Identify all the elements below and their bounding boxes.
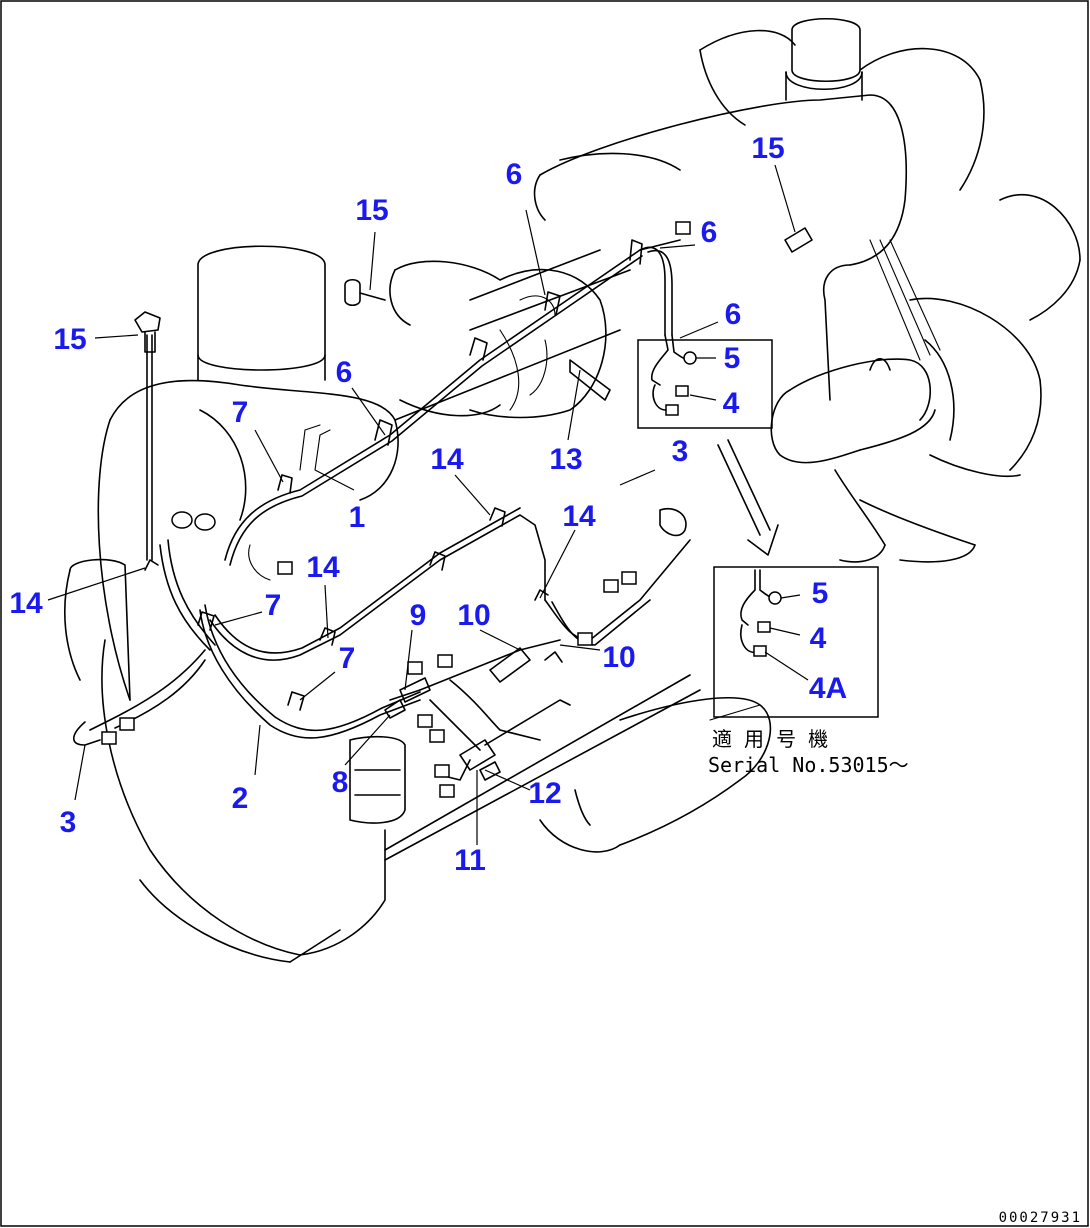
connector-e xyxy=(675,221,691,235)
connector-h xyxy=(417,714,433,728)
callout-6-right-upper: 6 xyxy=(701,216,718,249)
callout-14-middle: 14 xyxy=(306,551,340,584)
callout-7-lower: 7 xyxy=(339,642,356,675)
connector-k xyxy=(439,784,455,798)
connector-a xyxy=(277,561,293,575)
callout-15-middle: 15 xyxy=(355,194,388,227)
intake-horn xyxy=(389,249,631,419)
callout-9: 9 xyxy=(410,599,427,632)
leader-lines xyxy=(47,164,809,845)
connector-i xyxy=(429,729,445,743)
callout-6-left: 6 xyxy=(336,356,353,389)
callout-14-top: 14 xyxy=(430,443,464,476)
air-cleaner xyxy=(97,245,621,701)
cooling-fan xyxy=(699,29,1081,563)
callout-2: 2 xyxy=(232,782,249,815)
upper-cylinder xyxy=(533,94,908,401)
callout-15-left: 15 xyxy=(53,323,86,356)
callout-4-upper: 4 xyxy=(723,387,740,420)
applicability-serial: Serial No.53015～ xyxy=(708,753,909,777)
engine-outline xyxy=(64,17,1081,963)
connector-j xyxy=(434,764,450,778)
document-id: 00027931 xyxy=(999,1210,1082,1226)
connector-g xyxy=(101,731,117,745)
connector-f xyxy=(119,717,135,731)
wiring-harness xyxy=(72,221,813,798)
callout-4A: 4A xyxy=(809,672,847,705)
callout-13: 13 xyxy=(549,443,582,476)
callout-12: 12 xyxy=(528,777,561,810)
applicability-title: 適 用 号 機 xyxy=(712,727,828,751)
inset-lower xyxy=(713,566,879,718)
connector-l xyxy=(407,661,423,675)
inset-upper xyxy=(637,334,773,429)
connector-b xyxy=(603,579,619,593)
callout-11: 11 xyxy=(454,844,486,877)
connector-c xyxy=(621,571,637,585)
connector-d xyxy=(577,632,593,646)
callout-10-left: 10 xyxy=(457,599,490,632)
engine-block xyxy=(384,674,772,861)
callout-3-left: 3 xyxy=(60,806,77,839)
callout-15-right: 15 xyxy=(751,132,784,165)
filler-neck xyxy=(785,17,863,101)
callout-7-top: 7 xyxy=(232,396,249,429)
detail-arrow xyxy=(717,439,779,556)
sensor-3-left xyxy=(72,721,101,746)
callout-labels: 1 2 3 3 4 4 4A 5 5 6 6 6 6 7 7 7 8 9 10 … xyxy=(9,132,847,877)
side-filter xyxy=(770,357,936,464)
callout-7-middle: 7 xyxy=(265,589,282,622)
callout-6-right-lower: 6 xyxy=(725,298,742,331)
callout-10-right: 10 xyxy=(602,641,635,674)
plug-2 xyxy=(194,513,216,531)
callout-14-left: 14 xyxy=(9,587,43,620)
callout-5-upper: 5 xyxy=(724,342,741,375)
callout-6-top: 6 xyxy=(506,158,523,191)
plug-1 xyxy=(171,511,193,529)
callout-3-right: 3 xyxy=(672,435,689,468)
callout-1: 1 xyxy=(349,501,366,534)
flywheel-housing xyxy=(64,558,406,963)
callout-8: 8 xyxy=(332,766,349,799)
callout-4-lower: 4 xyxy=(810,622,827,655)
connector-m xyxy=(437,654,453,668)
callout-14-right: 14 xyxy=(562,500,596,533)
callout-5-lower: 5 xyxy=(812,577,829,610)
sensor-3-right xyxy=(659,508,687,537)
